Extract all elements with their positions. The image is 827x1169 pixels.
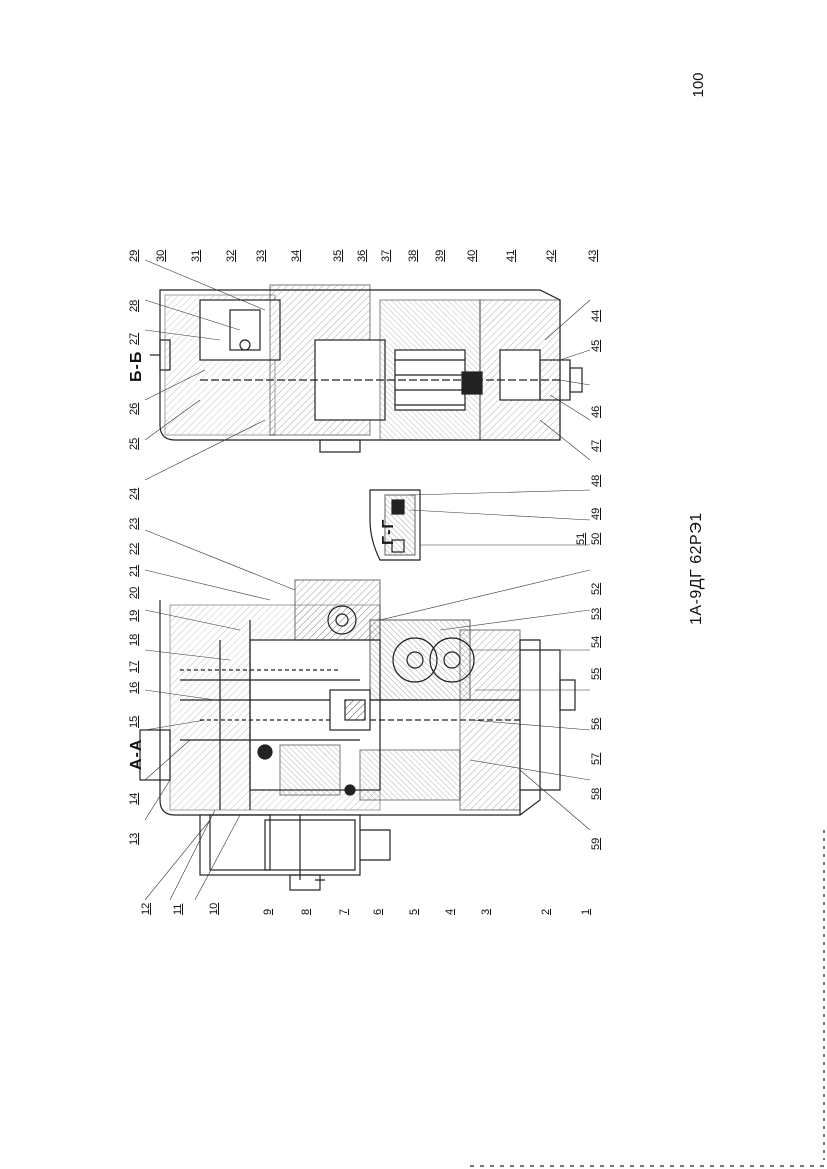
callout-49: 49	[590, 507, 602, 520]
callout-20: 20	[128, 586, 140, 599]
callout-59: 59	[590, 837, 602, 850]
callout-21: 21	[128, 564, 140, 577]
callout-9: 9	[262, 908, 274, 915]
callout-27: 27	[128, 332, 140, 345]
callout-51: 51	[575, 532, 587, 545]
section-bb-drawing	[150, 284, 583, 453]
section-aa-drawing	[139, 579, 576, 891]
callout-48: 48	[590, 474, 602, 487]
callout-52: 52	[590, 582, 602, 595]
callout-17: 17	[128, 660, 140, 673]
callout-4: 4	[444, 908, 456, 915]
callout-23: 23	[128, 517, 140, 530]
callout-40: 40	[466, 249, 478, 262]
callout-53: 53	[590, 607, 602, 620]
callout-3: 3	[480, 908, 492, 915]
callout-12: 12	[140, 902, 152, 915]
callout-14: 14	[128, 792, 140, 805]
callout-54: 54	[590, 635, 602, 648]
callout-36: 36	[356, 249, 368, 262]
callout-31: 31	[190, 249, 202, 262]
callout-2: 2	[540, 908, 552, 915]
callout-19: 19	[128, 609, 140, 622]
callout-42: 42	[545, 249, 557, 262]
callout-28: 28	[128, 299, 140, 312]
callout-46: 46	[590, 405, 602, 418]
callout-37: 37	[380, 249, 392, 262]
callout-15: 15	[128, 715, 140, 728]
callout-18: 18	[128, 633, 140, 646]
callout-26: 26	[128, 402, 140, 415]
callout-1: 1	[580, 908, 592, 915]
callout-44: 44	[590, 309, 602, 322]
scan-edge-bottom	[470, 1165, 827, 1167]
callout-16: 16	[128, 681, 140, 694]
callout-58: 58	[590, 787, 602, 800]
callout-45: 45	[590, 339, 602, 352]
callout-13: 13	[128, 832, 140, 845]
callout-8: 8	[300, 908, 312, 915]
scan-edge-right	[823, 830, 825, 1160]
callout-47: 47	[590, 439, 602, 452]
callout-35: 35	[332, 249, 344, 262]
callout-56: 56	[590, 717, 602, 730]
callout-32: 32	[225, 249, 237, 262]
leader-lines	[144, 259, 591, 901]
callout-22: 22	[128, 542, 140, 555]
callout-25: 25	[128, 437, 140, 450]
callout-6: 6	[372, 908, 384, 915]
callout-24: 24	[128, 487, 140, 500]
callout-7: 7	[338, 908, 350, 915]
callout-38: 38	[407, 249, 419, 262]
callout-29: 29	[128, 249, 140, 262]
callout-34: 34	[290, 249, 302, 262]
callout-57: 57	[590, 752, 602, 765]
callout-11: 11	[172, 903, 184, 915]
callout-39: 39	[434, 249, 446, 262]
section-gg-drawing	[369, 489, 421, 561]
callout-41: 41	[505, 249, 517, 262]
callout-5: 5	[408, 908, 420, 915]
callout-30: 30	[155, 249, 167, 262]
callout-10: 10	[208, 902, 220, 915]
callout-33: 33	[255, 249, 267, 262]
callout-50: 50	[590, 532, 602, 545]
callout-43: 43	[587, 249, 599, 262]
callout-55: 55	[590, 667, 602, 680]
